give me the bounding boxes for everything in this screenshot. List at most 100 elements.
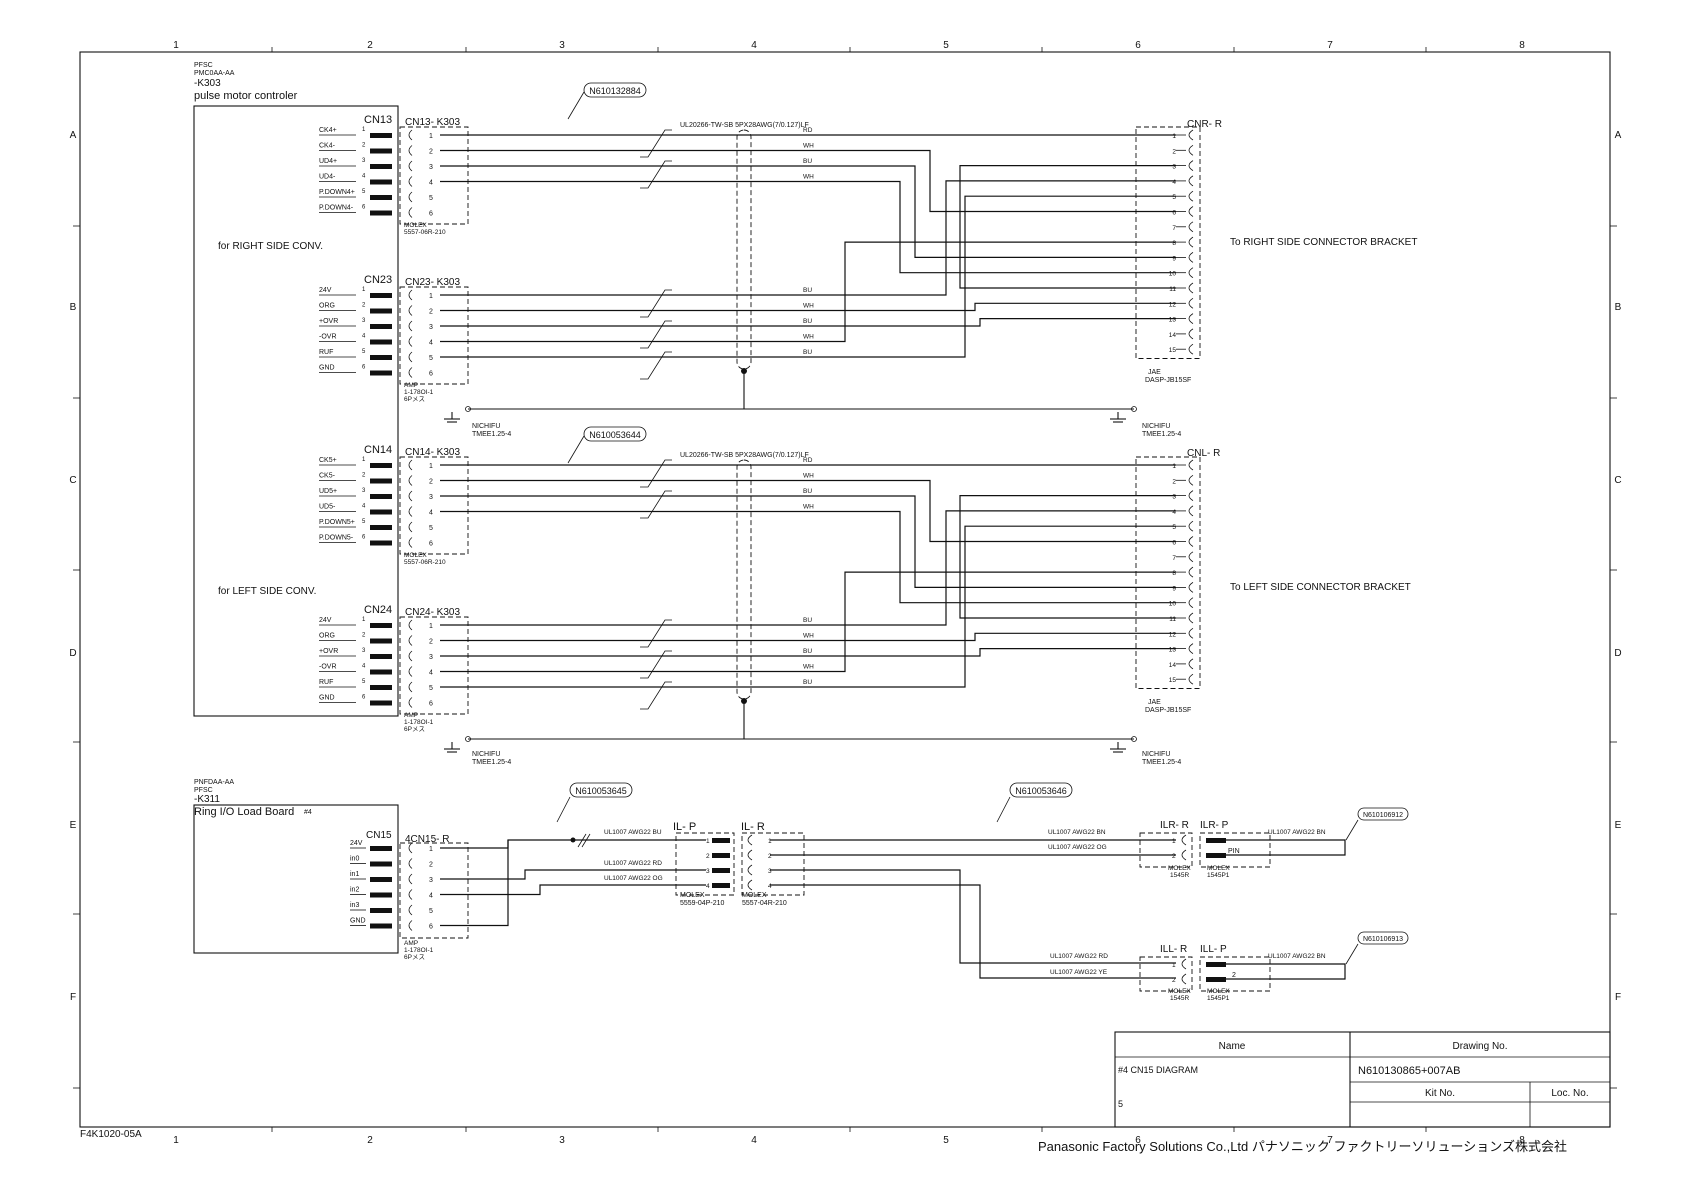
signal-label: RUF — [319, 679, 333, 686]
ilr-foot2: 5557-04R-210 — [742, 900, 787, 907]
header-pin — [370, 494, 392, 499]
ilp-pin — [712, 838, 730, 843]
wire-org — [440, 302, 1176, 312]
wire-color: BU — [803, 287, 812, 294]
diagram-name: #4 CN15 DIAGRAM — [1118, 1065, 1198, 1075]
jae-contact — [1188, 459, 1194, 471]
jae-pin-no: 5 — [1172, 524, 1176, 531]
jae-contact — [1188, 313, 1194, 324]
pmc-ref: -K303 — [194, 78, 221, 89]
conn-foot: 6Pメス — [404, 725, 425, 733]
housing — [399, 456, 469, 555]
wire-color: BU — [803, 158, 812, 165]
wire-ruf — [440, 195, 1176, 358]
signal-label: GND — [319, 695, 335, 702]
ilp-pin — [712, 883, 730, 888]
conn-foot: MOLEX — [404, 552, 427, 559]
ilp-pin — [712, 868, 730, 873]
twist-mark — [640, 351, 672, 380]
jae-contact — [1188, 673, 1194, 685]
socket-pin-no: 6 — [429, 701, 433, 708]
header-pin — [370, 478, 392, 484]
tag-right: N610132884 — [589, 86, 641, 96]
wire-color: WH — [803, 143, 814, 150]
pmc-part: PMC0AA-AA — [194, 70, 235, 77]
header-pin — [370, 463, 392, 468]
wire-ovr-minus — [440, 571, 1176, 673]
harness-labels: N610132884 N610053644 UL20266-TW-SB 5PX2… — [472, 82, 1417, 766]
row-label-left: A — [70, 130, 77, 141]
header-pin — [370, 179, 392, 185]
row-label-left: E — [70, 820, 77, 831]
cn15-pin-no: 3 — [429, 877, 433, 884]
jae-contact — [1188, 474, 1194, 486]
socket-pin-no: 5 — [429, 525, 433, 532]
cn15-housing — [399, 842, 469, 939]
gnd-1b: TMEE1.25-4 — [472, 431, 511, 438]
socket-contact — [408, 490, 413, 502]
jae-contact — [1188, 267, 1194, 279]
molex-p1b: 1545P1 — [1207, 872, 1230, 879]
jae-housing — [1135, 456, 1201, 689]
signal-label: UD5+ — [319, 488, 337, 495]
gnd-3b: TMEE1.25-4 — [472, 759, 511, 766]
socket-pin-no: 1 — [429, 293, 433, 300]
col-label-top: 3 — [559, 40, 565, 51]
ill-loop — [1226, 963, 1346, 980]
drawing-number: N610130865+007AB — [1358, 1065, 1460, 1077]
wire-color: BU — [803, 617, 812, 624]
signal-label: CK4+ — [319, 127, 337, 134]
wire-color: WH — [803, 174, 814, 181]
pin-no: 5 — [362, 349, 366, 355]
jae-contact — [1188, 490, 1194, 501]
conn-foot: 5557-06R-210 — [404, 229, 446, 236]
conn-label: CN23- K303 — [405, 277, 460, 288]
cn15-pin — [370, 877, 392, 882]
wire-label-9: UL1007 AWG22 BN — [1268, 953, 1326, 960]
socket-pin-no: 1 — [429, 133, 433, 140]
socket-pin-no: 3 — [429, 494, 433, 501]
cn15-contact — [408, 873, 413, 885]
signal-label: 24V — [319, 287, 332, 294]
cn15-contact — [408, 920, 413, 931]
wire-ud-minus — [440, 510, 1176, 604]
ilp-pin-no: 2 — [706, 853, 710, 860]
wire-label-2: UL1007 AWG22 RD — [604, 860, 662, 867]
drawing-border — [79, 51, 1611, 1128]
pin-no: 5 — [362, 519, 366, 525]
ill-wire-ye — [770, 884, 1176, 979]
cn15-pin-no: 1 — [429, 846, 433, 853]
left-side-label: for LEFT SIDE CONV. — [218, 586, 316, 597]
wire-ruf — [440, 525, 1176, 688]
socket-pin-no: 5 — [429, 355, 433, 362]
gnd-1a: NICHIFU — [472, 423, 500, 430]
socket-contact — [408, 320, 413, 332]
socket-contact — [408, 619, 413, 631]
cn15-foot: 6Pメス — [404, 953, 425, 961]
tag-pointer — [1345, 819, 1359, 841]
cnr-label: CNR- R — [1187, 119, 1222, 130]
socket-pin-no: 4 — [429, 180, 433, 187]
jae-contact — [1188, 221, 1194, 233]
col-label-top: 4 — [751, 40, 757, 51]
dest-left: To LEFT SIDE CONNECTOR BRACKET — [1230, 582, 1411, 593]
socket-contact — [408, 207, 413, 218]
row-label-left: C — [69, 475, 76, 486]
tag-pointer — [1345, 943, 1359, 965]
cn15-pin-no: 5 — [429, 908, 433, 915]
tag-cn15-4: N610106913 — [1363, 936, 1403, 943]
col-label-top: 1 — [173, 40, 179, 51]
header-pin — [370, 525, 392, 530]
header-pin — [370, 654, 392, 659]
header-pin — [370, 195, 392, 200]
ilr-p-housing — [1199, 832, 1271, 868]
cn15-contact — [408, 904, 413, 916]
header-pin — [370, 370, 392, 376]
socket-contact — [408, 305, 413, 316]
signal-label: ORG — [319, 303, 335, 310]
jae-l1: JAE — [1148, 699, 1161, 706]
header-pin — [370, 623, 392, 628]
col-label-top: 5 — [943, 40, 949, 51]
kit-header: Kit No. — [1425, 1088, 1455, 1099]
row-label-right: C — [1614, 475, 1621, 486]
